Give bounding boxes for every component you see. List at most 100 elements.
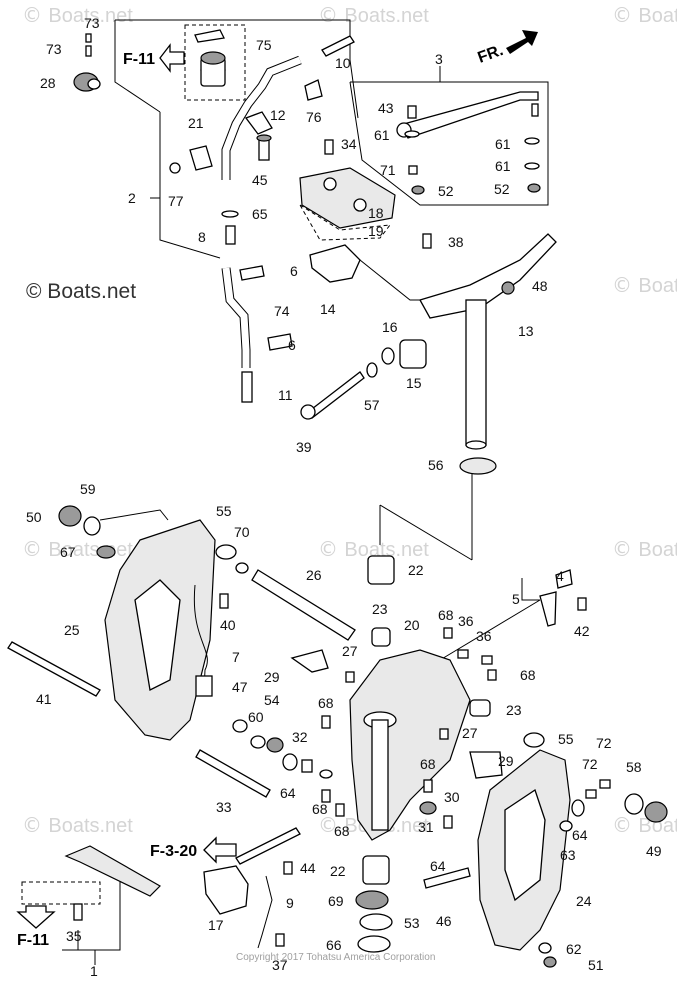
callout: 72 <box>596 735 612 751</box>
callout: 9 <box>286 895 294 911</box>
callout: 22 <box>408 562 424 578</box>
callout: 8 <box>198 229 206 245</box>
callout: 25 <box>64 622 80 638</box>
callout: 64 <box>430 858 446 874</box>
callout: 52 <box>494 181 510 197</box>
callout: 62 <box>566 941 582 957</box>
callout: 61 <box>374 127 390 143</box>
callout: 70 <box>234 524 250 540</box>
callout: 68 <box>334 823 350 839</box>
callout: 15 <box>406 375 422 391</box>
arrow-down-icon <box>16 905 56 929</box>
callout: 26 <box>306 567 322 583</box>
callout: 63 <box>560 847 576 863</box>
front-indicator: FR. <box>476 30 538 67</box>
svg-text:FR.: FR. <box>476 42 506 67</box>
f11-reference-top: F-11 <box>123 24 246 101</box>
callout: 29 <box>498 753 514 769</box>
callout: 14 <box>320 301 336 317</box>
callout: 66 <box>326 937 342 953</box>
callout: 41 <box>36 691 52 707</box>
callout: 17 <box>208 917 224 933</box>
watermark-text: © Boats.net <box>612 813 677 837</box>
callout: 74 <box>274 303 290 319</box>
callout: 73 <box>46 41 62 57</box>
callout: 76 <box>306 109 322 125</box>
callout: 55 <box>558 731 574 747</box>
f11-reference-bottom: F-11 <box>16 881 101 949</box>
callout: 73 <box>84 15 100 31</box>
callout: 12 <box>270 107 286 123</box>
callout: 36 <box>458 613 474 629</box>
callout: 42 <box>574 623 590 639</box>
callout: 75 <box>256 37 272 53</box>
callout: 7 <box>232 649 240 665</box>
callout: 68 <box>318 695 334 711</box>
callout: 13 <box>518 323 534 339</box>
callout: 11 <box>278 387 293 403</box>
callout: 69 <box>328 893 344 909</box>
callout: 31 <box>418 819 434 835</box>
callout: 16 <box>382 319 398 335</box>
callout: 48 <box>532 278 548 294</box>
callout: 39 <box>296 439 312 455</box>
callout: 1 <box>90 963 98 979</box>
arrow-left-icon <box>203 836 237 864</box>
copyright-text: Copyright 2017 Tohatsu America Corporati… <box>236 952 435 963</box>
callout: 61 <box>495 158 511 174</box>
callout: 22 <box>330 863 346 879</box>
callout: 34 <box>341 136 357 152</box>
watermark-text: © Boats.net <box>612 3 677 27</box>
callout: 18 <box>368 205 384 221</box>
callout: 35 <box>66 928 82 944</box>
callout: 24 <box>576 893 592 909</box>
callout: 64 <box>280 785 296 801</box>
callout: 10 <box>335 55 351 71</box>
arrow-up-right-icon <box>506 30 538 54</box>
watermark-text: © Boats.net <box>318 3 429 27</box>
callout: 72 <box>582 756 598 772</box>
callout: 60 <box>248 709 264 725</box>
callout: 67 <box>60 544 76 560</box>
callout: 37 <box>272 957 288 973</box>
callout: 57 <box>364 397 380 413</box>
callout: 77 <box>168 193 184 209</box>
callout: 20 <box>404 617 420 633</box>
leader-lines <box>62 19 549 965</box>
callout: 59 <box>80 481 96 497</box>
callout: 52 <box>438 183 454 199</box>
callout: 68 <box>520 667 536 683</box>
callout: 36 <box>476 628 492 644</box>
ref-label: F-11 <box>123 51 155 68</box>
watermark-text: © Boats.net <box>612 537 677 561</box>
watermark-text: © Boats.net <box>318 537 429 561</box>
svg-text:F-3-20: F-3-20 <box>150 843 197 860</box>
arrow-left-icon <box>159 43 185 73</box>
callout: 49 <box>646 843 662 859</box>
callout: 38 <box>448 234 464 250</box>
watermark-text: © Boats.net <box>22 813 133 837</box>
callout: 30 <box>444 789 460 805</box>
watermark-text: © Boats.net <box>22 537 133 561</box>
svg-text:F-11: F-11 <box>17 932 49 949</box>
callout: 68 <box>438 607 454 623</box>
callout: 29 <box>264 669 280 685</box>
callout: 58 <box>626 759 642 775</box>
callout: 19 <box>368 223 384 239</box>
watermark-prominent: © Boats.net <box>26 280 136 303</box>
callout: 47 <box>232 679 248 695</box>
callout: 68 <box>312 801 328 817</box>
callout: 65 <box>252 206 268 222</box>
callout: 43 <box>378 100 394 116</box>
callout: 5 <box>512 591 520 607</box>
callout: 6 <box>288 337 296 353</box>
callout: 61 <box>495 136 511 152</box>
callout: 23 <box>506 702 522 718</box>
callout: 21 <box>188 115 204 131</box>
watermark-text: © Boats.net <box>22 3 133 27</box>
callout-labels: 73 73 28 75 10 3 12 76 43 61 21 34 61 71… <box>26 15 662 979</box>
callout: 53 <box>404 915 420 931</box>
upper-parts <box>73 33 557 475</box>
